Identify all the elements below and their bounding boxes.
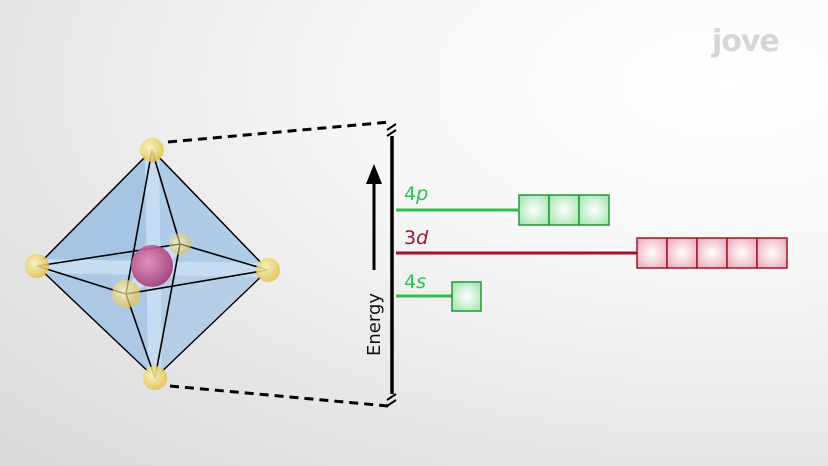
orbital-boxes-3d: [636, 237, 788, 269]
jove-logo: jove: [712, 24, 780, 59]
energy-axis: [386, 123, 397, 407]
ligand-bottom: [143, 366, 167, 390]
orbital-box: [451, 281, 482, 312]
orbital-box: [636, 237, 668, 269]
ligand-left: [25, 254, 49, 278]
energy-axis-label: Energy: [364, 293, 385, 356]
level-3d: 3d: [396, 227, 788, 269]
orbital-box: [756, 237, 788, 269]
ligand-top: [140, 138, 164, 162]
orbital-boxes-4s: [451, 281, 482, 312]
orbital-box: [666, 237, 698, 269]
octahedral-complex: [25, 138, 280, 390]
orbital-box: [548, 194, 580, 226]
ligand-front: [112, 280, 140, 308]
orbital-box: [726, 237, 758, 269]
dashed-connector-bottom: [169, 384, 389, 408]
energy-arrow: [366, 164, 382, 270]
ligand-right: [256, 258, 280, 282]
level-label-3d: 3d: [404, 227, 429, 249]
level-label-4s: 4s: [404, 271, 426, 293]
level-4p: 4p: [396, 183, 610, 226]
orbital-box: [578, 194, 610, 226]
orbital-box: [518, 194, 550, 226]
metal-center: [131, 245, 173, 287]
dashed-connector-top: [167, 120, 391, 144]
orbital-box: [696, 237, 728, 269]
level-label-4p: 4p: [404, 183, 428, 205]
level-4s: 4s: [396, 271, 482, 312]
orbital-boxes-4p: [518, 194, 610, 226]
ligand-back: [169, 233, 191, 255]
